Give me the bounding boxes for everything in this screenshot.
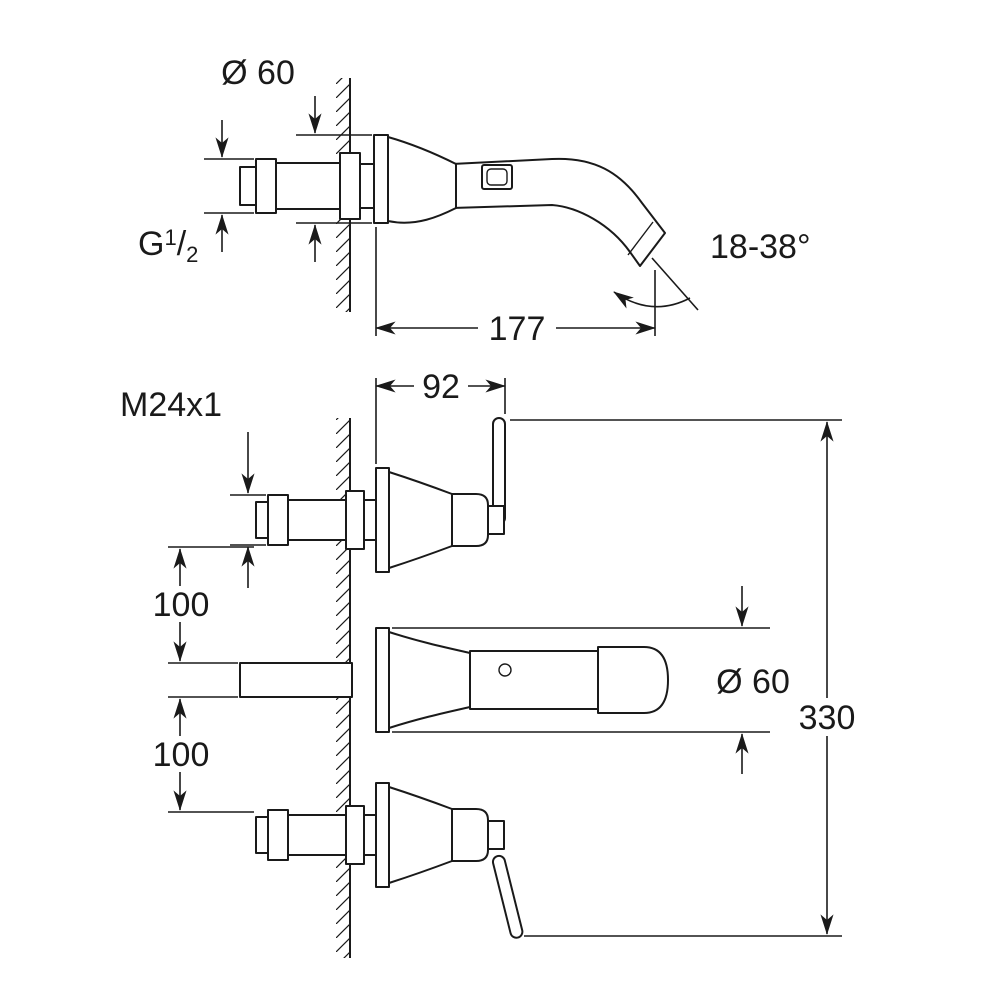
spout-logo-plate [481,164,513,190]
supply-pipe-side [239,152,377,220]
dim-spacing-upper: 100 [148,546,254,664]
front-view: 92 M24x1 100 100 [120,368,864,958]
spout-front-logo [498,663,512,677]
dim-spout-escutcheon-diameter: Ø 60 [221,54,372,262]
dim-spacing-upper-label: 100 [153,586,210,624]
dim-escutcheon-diameter: Ø 60 [392,586,790,774]
dim-height-label: 330 [799,699,856,737]
side-view: Ø 60 G1/2 18-38° 177 [138,54,811,348]
dim-reach: 177 [375,227,656,348]
dim-thread-g: G1/2 [138,120,254,267]
dim-escutcheon-diameter-label: Ø 60 [716,663,790,701]
dim-thread-m-label: M24x1 [120,386,222,424]
spout-front [239,627,669,733]
handle-bottom [255,782,524,939]
dim-handle-offset: 92 [375,368,506,464]
dim-angle-range: 18-38° [613,228,811,311]
dim-thread-m: M24x1 [120,386,266,588]
dim-reach-label: 177 [489,310,546,348]
dim-angle-label: 18-38° [710,228,811,266]
dim-overall-height: 330 [510,419,864,937]
handle-top [255,417,506,573]
spout-side [373,134,666,267]
dim-width-label: 92 [422,368,460,406]
dim-spout-diameter-label: Ø 60 [221,54,295,92]
handle-bottom-lever [491,854,524,939]
dim-thread-g-label: G1/2 [138,225,198,267]
dim-spacing-lower-label: 100 [153,736,210,774]
dim-spacing-lower: 100 [148,696,254,813]
